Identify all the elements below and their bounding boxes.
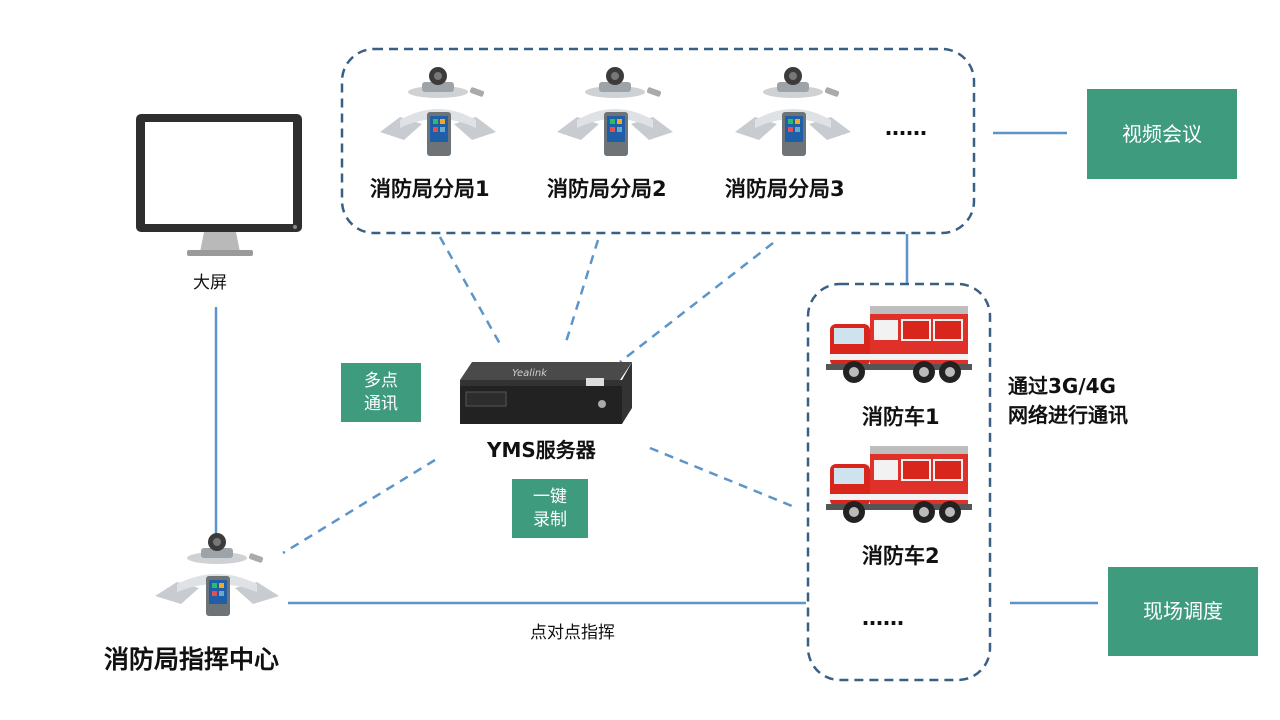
branch-3-terminal (735, 62, 851, 162)
command-center-label: 消防局指挥中心 (104, 645, 280, 674)
dash-branch3-server (619, 242, 774, 363)
record-tag: 一键 录制 (512, 479, 588, 538)
command-center-terminal (155, 530, 279, 618)
network-note: 通过3G/4G 网络进行通讯 (1008, 372, 1128, 430)
onsite-dispatch-label: 现场调度 (1143, 599, 1223, 623)
conference-terminal-icon (557, 67, 673, 156)
branches-group-box (340, 47, 976, 235)
dash-server-center (282, 458, 436, 555)
truck-2-label: 消防车2 (862, 544, 940, 568)
video-conference-label: 视频会议 (1122, 121, 1202, 146)
branches-ellipsis: …… (885, 116, 927, 140)
conference-terminal-icon (735, 67, 851, 156)
network-note-line2: 网络进行通讯 (1008, 403, 1128, 427)
record-tag-line1: 一键 (533, 486, 567, 507)
dash-server-trucks (649, 446, 793, 508)
branch-1-terminal (380, 62, 496, 162)
yms-server-icon: Yealink (460, 362, 632, 424)
multipoint-tag-line1: 多点 (364, 370, 398, 391)
branch-1-label: 消防局分局1 (370, 177, 490, 201)
conference-terminal-icon (155, 533, 279, 616)
network-note-line1: 通过3G/4G (1008, 374, 1116, 398)
multipoint-tag: 多点 通讯 (341, 363, 421, 422)
dash-branch1-server (438, 236, 502, 345)
multipoint-tag-line2: 通讯 (364, 393, 398, 414)
branch-3-label: 消防局分局3 (725, 177, 845, 201)
big-screen-label: 大屏 (193, 273, 227, 293)
fire-truck-1-icon (826, 306, 972, 383)
video-conference-tag: 视频会议 (1087, 89, 1237, 179)
trucks-ellipsis: …… (862, 606, 904, 630)
onsite-dispatch-tag: 现场调度 (1108, 567, 1258, 656)
branch-2-label: 消防局分局2 (547, 177, 667, 201)
dash-branch2-server (564, 239, 600, 343)
monitor-icon (136, 114, 302, 256)
record-tag-line2: 录制 (533, 509, 567, 530)
trucks-group-box (806, 282, 992, 682)
truck-1-label: 消防车1 (862, 405, 940, 429)
fire-truck-2-icon (826, 446, 972, 523)
p2p-label: 点对点指挥 (530, 623, 615, 643)
conference-terminal-icon (380, 67, 496, 156)
branch-2-terminal (557, 62, 673, 162)
server-brand-text: Yealink (512, 368, 548, 379)
server-label: YMS服务器 (487, 438, 596, 462)
